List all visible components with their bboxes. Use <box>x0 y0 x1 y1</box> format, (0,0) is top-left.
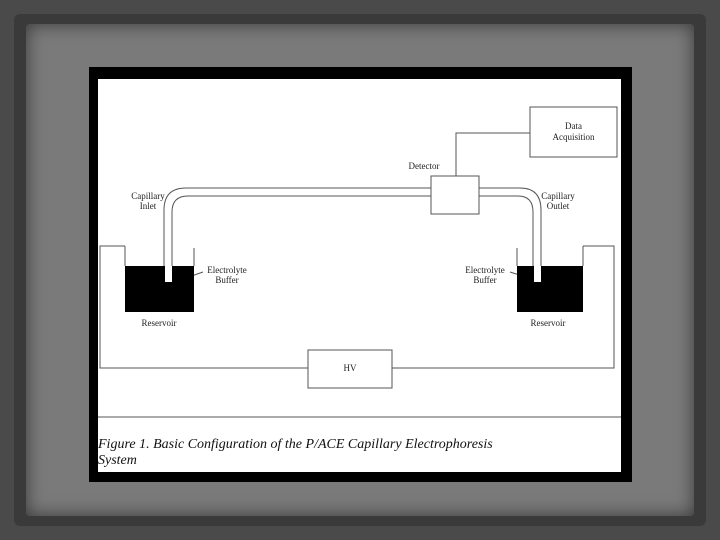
electrolyte-right-line1: Electrolyte <box>465 265 505 275</box>
reservoir-left-label: Reservoir <box>141 318 177 328</box>
capillary-inlet-label-line1: Capillary <box>131 191 165 201</box>
data-acquisition-label-line2: Acquisition <box>552 132 595 142</box>
detector-label: Detector <box>408 161 440 171</box>
electrolyte-buffer-right-label: Electrolyte Buffer <box>458 265 512 285</box>
capillary-tube-outer <box>163 187 542 282</box>
reservoir-right-label: Reservoir <box>530 318 566 328</box>
capillary-outlet-label-line1: Capillary <box>541 191 575 201</box>
detector-wire <box>455 132 530 176</box>
circuit-left <box>99 245 308 369</box>
capillary-end-left <box>165 266 172 282</box>
detector-box <box>430 175 480 215</box>
electrolyte-right-line2: Buffer <box>473 275 497 285</box>
electrolyte-left-line1: Electrolyte <box>207 265 247 275</box>
electrolyte-buffer-left-label: Electrolyte Buffer <box>200 265 254 285</box>
capillary-outlet-label: Capillary Outlet <box>532 191 584 211</box>
data-acquisition-label-line1: Data <box>565 121 582 131</box>
data-acquisition-box <box>529 106 618 158</box>
figure-caption-line2: System <box>98 453 137 468</box>
hv-box <box>307 349 393 389</box>
figure-caption: Figure 1. Basic Configuration of the P/A… <box>98 437 618 469</box>
figure-caption-line1: Figure 1. Basic Configuration of the P/A… <box>98 437 493 452</box>
capillary-outlet-label-line2: Outlet <box>546 201 570 211</box>
electrolyte-left-line2: Buffer <box>215 275 239 285</box>
circuit-right <box>392 245 615 369</box>
capillary-inlet-label: Capillary Inlet <box>122 191 174 211</box>
data-acquisition-label: Data Acquisition <box>530 121 617 143</box>
hv-label: HV <box>343 363 357 373</box>
reservoir-left-fluid <box>125 266 194 312</box>
capillary-end-right <box>534 266 541 282</box>
capillary-tube-inner <box>171 195 534 282</box>
capillary-inlet-label-line2: Inlet <box>139 201 157 211</box>
reservoir-right-fluid <box>517 266 583 312</box>
